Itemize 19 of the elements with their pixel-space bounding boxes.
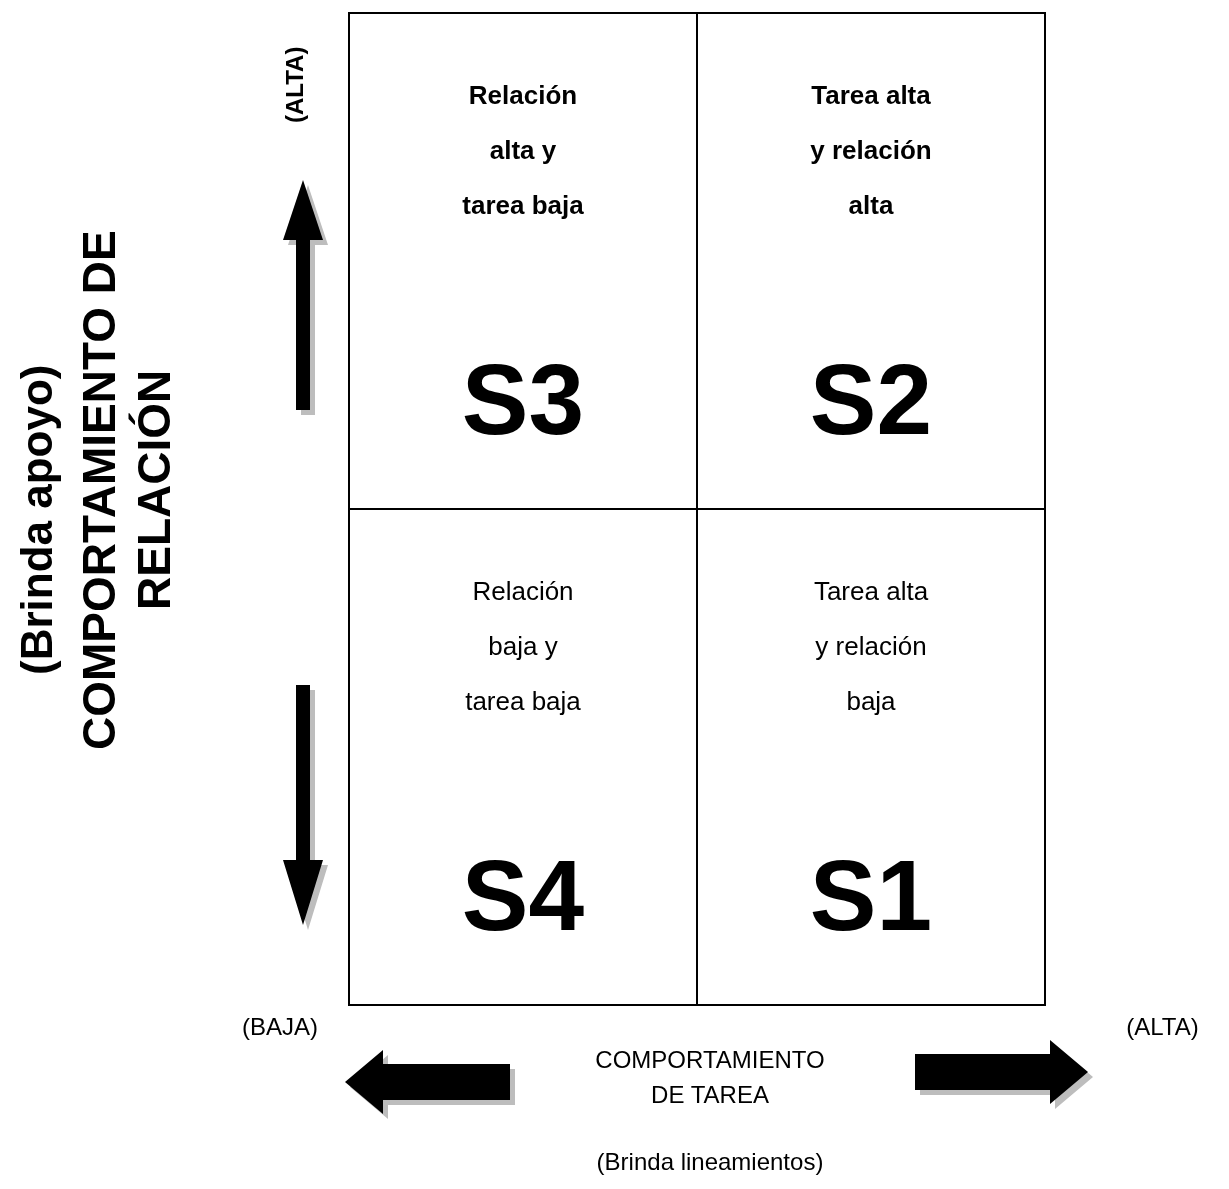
axis-label: (ALTA) (280, 45, 309, 126)
quadrant-box (696, 12, 1046, 510)
axis-label: (ALTA) (1125, 1012, 1200, 1041)
axis-title: COMPORTAMIENTO DE RELACIÓN (72, 229, 181, 752)
axis-label: (BAJA) (241, 1012, 319, 1041)
axis-title: COMPORTAMIENTO DE TAREA (595, 1045, 825, 1110)
axis-label: (Brinda lineamientos) (595, 1147, 825, 1176)
quadrant-box (696, 508, 1046, 1006)
quadrant-description: Tarea alta y relación baja (812, 575, 930, 718)
quadrant-description: Relación baja y tarea baja (464, 575, 582, 718)
style-code: S3 (460, 349, 586, 449)
style-code: S2 (808, 349, 934, 449)
quadrant-description: Tarea alta y relación alta (809, 79, 933, 222)
axis-label: (Brinda apoyo) (11, 363, 62, 678)
quadrant-description: Relación alta y tarea baja (461, 79, 585, 222)
style-code: S1 (808, 845, 934, 945)
quadrant-box (348, 508, 698, 1006)
style-code: S4 (460, 845, 586, 945)
quadrant-box (348, 12, 698, 510)
